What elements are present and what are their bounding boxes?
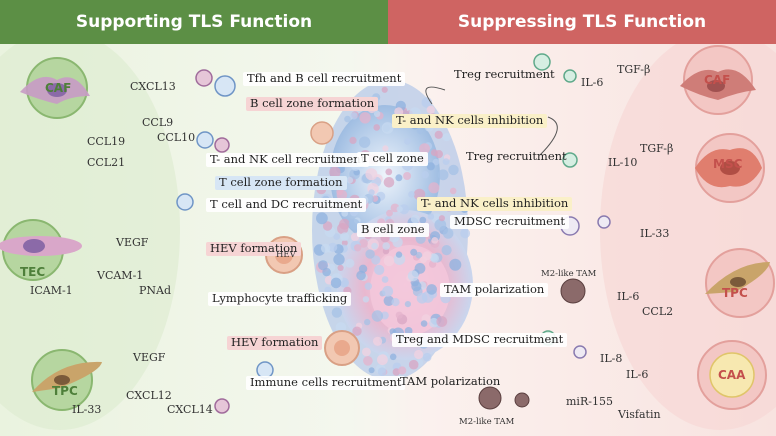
fn-immune-recruit: Immune cells recruitment bbox=[246, 376, 406, 390]
hev-label: HEV bbox=[276, 250, 296, 260]
mol-vegf-tec: VEGF bbox=[116, 236, 149, 249]
mol-tgfb-msc: TGF-β bbox=[640, 142, 674, 155]
left-halo bbox=[0, 30, 180, 430]
m2-like-tam-label-2: M2-like TAM bbox=[459, 417, 515, 427]
supporting-header: Supporting TLS Function bbox=[0, 0, 388, 44]
fn-tam-polarization-2: TAM polarization bbox=[400, 374, 501, 388]
fn-tam-polarization-1: TAM polarization bbox=[440, 283, 549, 297]
fn-t-nk-inhibition-2: T- and NK cells inhibition bbox=[417, 197, 573, 211]
mol-cxcl14: CXCL14 bbox=[167, 403, 213, 416]
fn-treg-recruit-2: Treg recruitment bbox=[466, 149, 567, 163]
arrow-treg-1 bbox=[425, 86, 446, 105]
fn-mdsc-recruit: MDSC recruitment bbox=[450, 215, 570, 229]
caf-left-icon bbox=[20, 57, 90, 119]
mol-il10: IL-10 bbox=[608, 156, 638, 169]
mol-ccl21: CCL21 bbox=[87, 156, 126, 169]
mol-pnad: PNAd bbox=[139, 284, 172, 297]
mol-icam1: ICAM-1 bbox=[30, 284, 73, 297]
mol-cxcl13: CXCL13 bbox=[130, 80, 176, 93]
mol-il6-caf: IL-6 bbox=[581, 76, 604, 89]
fn-t-nk-recruit: T- and NK cell recruitment bbox=[206, 153, 370, 167]
suppressing-header: Suppressing TLS Function bbox=[388, 0, 776, 44]
fn-treg-recruit-1: Treg recruitment bbox=[454, 67, 555, 81]
hev-vessel-3 bbox=[310, 121, 334, 145]
mol-il8: IL-8 bbox=[600, 352, 623, 365]
caf-left-label: CAF bbox=[45, 81, 72, 95]
fn-b-zone-formation: B cell zone formation bbox=[246, 97, 379, 111]
tec-label: TEC bbox=[20, 265, 46, 279]
mol-il33-left: IL-33 bbox=[72, 403, 102, 416]
mol-cxcl12: CXCL12 bbox=[126, 389, 172, 402]
mol-il33-right: IL-33 bbox=[640, 227, 670, 240]
msc-label: MSC bbox=[713, 157, 743, 171]
mol-ccl2: CCL2 bbox=[642, 305, 674, 318]
mol-il6-tpc: IL-6 bbox=[617, 290, 640, 303]
mol-visfatin: Visfatin bbox=[618, 408, 661, 421]
tpc-left-icon bbox=[31, 349, 102, 411]
caa-icon bbox=[697, 340, 767, 410]
right-halo bbox=[600, 30, 776, 430]
mol-vegf-tpc: VEGF bbox=[133, 351, 166, 364]
mol-ccl9: CCL9 bbox=[142, 116, 174, 129]
mol-mir155: miR-155 bbox=[566, 395, 613, 408]
fn-lymphocyte-trafficking: Lymphocyte trafficking bbox=[208, 292, 352, 306]
mol-tgfb-caf: TGF-β bbox=[617, 63, 651, 76]
mol-il6-caa: IL-6 bbox=[626, 368, 649, 381]
fn-tfh-b-recruit: Tfh and B cell recruitment bbox=[243, 72, 406, 86]
tpc-right-icon bbox=[705, 248, 775, 318]
fn-treg-mdsc-recruit: Treg and MDSC recruitment bbox=[392, 333, 568, 347]
caa-label: CAA bbox=[718, 368, 746, 382]
immune-cells bbox=[176, 53, 611, 414]
tpc-left-label: TPC bbox=[52, 384, 78, 398]
m2-like-tam-label-1: M2-like TAM bbox=[541, 269, 597, 279]
b-cell-zone-label: B cell zone bbox=[357, 223, 429, 237]
fn-t-zone-formation: T cell zone formation bbox=[215, 176, 347, 190]
mol-ccl10: CCL10 bbox=[157, 131, 196, 144]
fn-t-dc-recruit: T cell and DC recruitment bbox=[206, 198, 367, 212]
msc-icon bbox=[695, 133, 765, 203]
fn-hev-formation-1: HEV formation bbox=[206, 242, 302, 256]
mol-ccl19: CCL19 bbox=[87, 135, 126, 148]
tec-icon bbox=[0, 219, 82, 281]
tpc-right-label: TPC bbox=[722, 286, 748, 300]
fn-t-nk-inhibition-1: T- and NK cells inhibition bbox=[392, 114, 548, 128]
caf-right-label: CAF bbox=[704, 73, 731, 87]
arrow-treg-2 bbox=[539, 116, 558, 156]
fn-hev-formation-2: HEV formation bbox=[227, 336, 323, 350]
mol-vcam1: VCAM-1 bbox=[97, 269, 144, 282]
hev-vessel-2 bbox=[324, 330, 360, 366]
t-cell-zone-label: T cell zone bbox=[357, 152, 428, 166]
caf-right-icon bbox=[680, 45, 756, 115]
